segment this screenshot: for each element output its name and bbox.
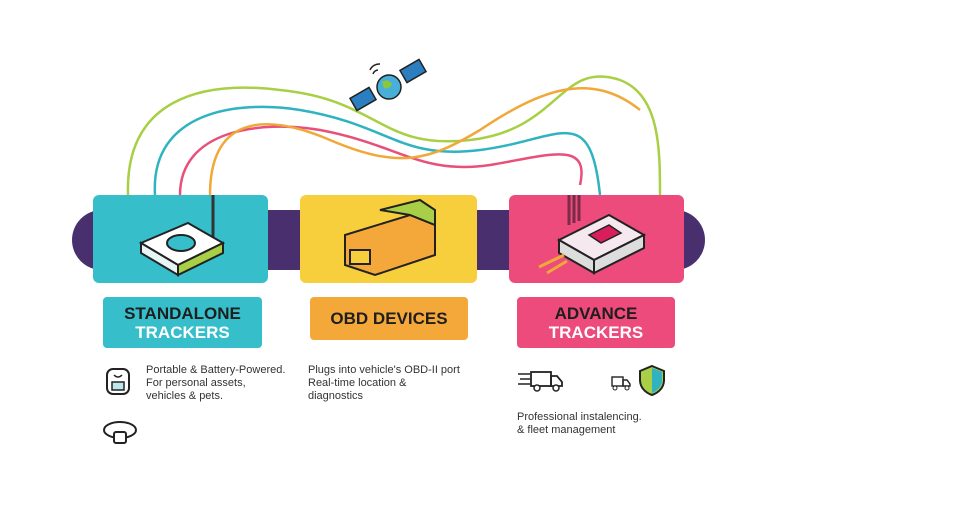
standalone-title-line1: STANDALONE (124, 303, 241, 323)
obd-connector-icon (344, 198, 436, 277)
small-truck-icon (611, 376, 631, 391)
obd-title: OBD DEVICES (330, 309, 448, 328)
shield-icon (639, 364, 665, 396)
hardwired-tracker-icon (538, 195, 647, 275)
standalone-description: Portable & Battery-Powered. For personal… (146, 364, 285, 403)
obd-label: OBD DEVICES (310, 297, 468, 340)
backpack-icon (106, 368, 130, 395)
advance-card (509, 195, 684, 283)
satellite-icon (348, 58, 428, 112)
obd-card (300, 195, 477, 283)
desc-line: Plugs into vehicle's OBD-II port (308, 364, 460, 376)
standalone-card (93, 190, 268, 283)
standalone-label: STANDALONE TRACKERS (103, 297, 262, 348)
desc-line: Real-time location & (308, 377, 407, 389)
advance-label: ADVANCE TRACKERS (517, 297, 675, 348)
advance-title-line1: ADVANCE (554, 303, 638, 323)
desc-line: vehicles & pets. (146, 390, 224, 402)
advance-description: Professional instalencing. & fleet manag… (517, 411, 642, 437)
desc-line: diagnostics (308, 390, 364, 402)
obd-description: Plugs into vehicle's OBD-II port Real-ti… (308, 364, 460, 403)
desc-line: For personal assets, (146, 377, 246, 389)
fast-truck-icon (518, 371, 563, 392)
tracker-device-icon (138, 190, 226, 277)
advance-title-line2: TRACKERS (548, 322, 644, 342)
desc-line: & fleet management (517, 424, 616, 436)
desc-line: Portable & Battery-Powered. (146, 364, 286, 376)
desc-line: Professional instalencing. (517, 411, 642, 423)
pet-collar-icon (103, 421, 137, 444)
standalone-title-line2: TRACKERS (135, 322, 230, 342)
